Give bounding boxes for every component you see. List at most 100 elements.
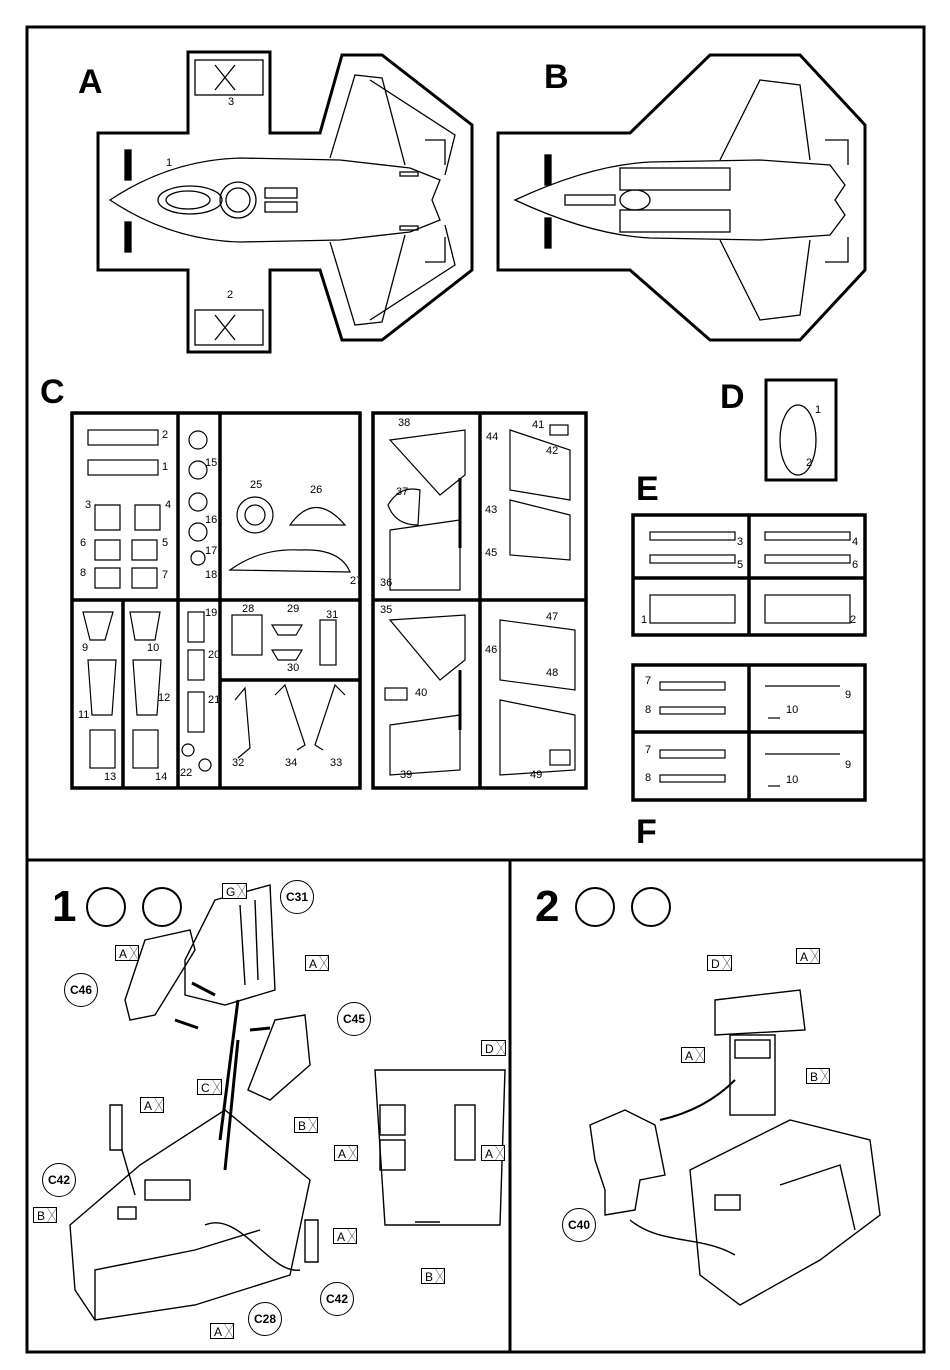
part-number: 2 xyxy=(227,290,233,301)
color-tag: A xyxy=(481,1145,505,1161)
paint-brush-icon xyxy=(142,887,182,927)
sprue-d-frame xyxy=(766,380,836,480)
part-number: 20 xyxy=(208,650,220,661)
part-number: 43 xyxy=(485,505,497,516)
part-number: 45 xyxy=(485,548,497,559)
part-number: 33 xyxy=(330,758,342,769)
step-number-2: 2 xyxy=(535,885,559,929)
sprue-f-frame xyxy=(633,665,865,800)
color-tag: A xyxy=(115,945,139,961)
part-number: 7 xyxy=(162,570,168,581)
part-number: 1 xyxy=(815,405,821,416)
color-tag: B xyxy=(33,1207,57,1223)
panel-b-aircraft-bottom xyxy=(515,80,848,320)
part-number: 21 xyxy=(208,695,220,706)
part-number: 31 xyxy=(326,610,338,621)
part-callout: C40 xyxy=(562,1208,596,1242)
paint-brush-icon xyxy=(631,887,671,927)
color-tag: B xyxy=(294,1117,318,1133)
part-number: 46 xyxy=(485,645,497,656)
part-number: 13 xyxy=(104,772,116,783)
part-number: 41 xyxy=(532,420,544,431)
part-number: 6 xyxy=(80,538,86,549)
sprue-c-frame xyxy=(72,413,586,788)
part-number: 10 xyxy=(786,705,798,716)
part-number: 42 xyxy=(546,446,558,457)
part-callout: C31 xyxy=(280,880,314,914)
part-callout: C42 xyxy=(320,1282,354,1316)
color-tag: A xyxy=(210,1323,234,1339)
part-callout: C45 xyxy=(337,1002,371,1036)
step-number-1: 1 xyxy=(52,885,76,929)
part-number: 3 xyxy=(228,97,234,108)
color-tag: A xyxy=(140,1097,164,1113)
part-number: 36 xyxy=(380,578,392,589)
part-number: 35 xyxy=(380,605,392,616)
panel-a-aircraft-top xyxy=(110,60,455,345)
part-number: 16 xyxy=(205,515,217,526)
part-number: 4 xyxy=(852,537,858,548)
part-number: 22 xyxy=(180,768,192,779)
part-number: 37 xyxy=(396,487,408,498)
part-number: 8 xyxy=(645,773,651,784)
section-label-a: A xyxy=(78,65,103,99)
part-number: 7 xyxy=(645,745,651,756)
part-number: 10 xyxy=(786,775,798,786)
part-number: 4 xyxy=(165,500,171,511)
glue-icon xyxy=(86,887,126,927)
color-tag: D xyxy=(707,955,732,971)
part-number: 32 xyxy=(232,758,244,769)
part-number: 1 xyxy=(641,615,647,626)
part-number: 8 xyxy=(80,568,86,579)
step2-shroud xyxy=(590,1110,665,1215)
part-number: 40 xyxy=(415,688,427,699)
part-number: 8 xyxy=(645,705,651,716)
part-number: 5 xyxy=(162,538,168,549)
part-number: 2 xyxy=(850,615,856,626)
part-number: 9 xyxy=(845,690,851,701)
part-number: 30 xyxy=(287,663,299,674)
part-number: 2 xyxy=(162,430,168,441)
part-number: 27 xyxy=(350,576,362,587)
part-number: 49 xyxy=(530,770,542,781)
part-number: 12 xyxy=(158,693,170,704)
color-tag: B xyxy=(421,1268,445,1284)
part-number: 3 xyxy=(85,500,91,511)
part-number: 48 xyxy=(546,668,558,679)
section-label-c: C xyxy=(40,375,65,409)
part-number: 3 xyxy=(737,537,743,548)
section-label-e: E xyxy=(636,472,659,506)
part-number: 44 xyxy=(486,432,498,443)
section-label-b: B xyxy=(544,60,569,94)
step2-arrow xyxy=(660,1080,735,1120)
color-tag: A xyxy=(681,1047,705,1063)
part-number: 10 xyxy=(147,643,159,654)
color-tag: A xyxy=(305,955,329,971)
part-number: 19 xyxy=(205,608,217,619)
part-number: 14 xyxy=(155,772,167,783)
part-number: 39 xyxy=(400,770,412,781)
part-number: 9 xyxy=(845,760,851,771)
color-tag: G xyxy=(222,883,247,899)
part-number: 6 xyxy=(852,560,858,571)
step1-cockpit-tub xyxy=(70,1105,318,1320)
part-number: 17 xyxy=(205,546,217,557)
section-label-f: F xyxy=(636,815,657,849)
color-tag: D xyxy=(481,1040,506,1056)
step2-cockpit-tub xyxy=(630,1120,880,1305)
part-number: 15 xyxy=(205,458,217,469)
glue-icon xyxy=(575,887,615,927)
color-tag: A xyxy=(333,1228,357,1244)
sprue-e-frame xyxy=(633,515,865,635)
part-number: 26 xyxy=(310,485,322,496)
part-number: 1 xyxy=(162,462,168,473)
part-number: 28 xyxy=(242,604,254,615)
color-tag: C xyxy=(197,1079,222,1095)
part-callout: C28 xyxy=(248,1302,282,1336)
part-number: 47 xyxy=(546,612,558,623)
part-number: 38 xyxy=(398,418,410,429)
part-callout: C46 xyxy=(64,973,98,1007)
color-tag: A xyxy=(334,1145,358,1161)
section-label-d: D xyxy=(720,380,745,414)
part-number: 2 xyxy=(806,458,812,469)
